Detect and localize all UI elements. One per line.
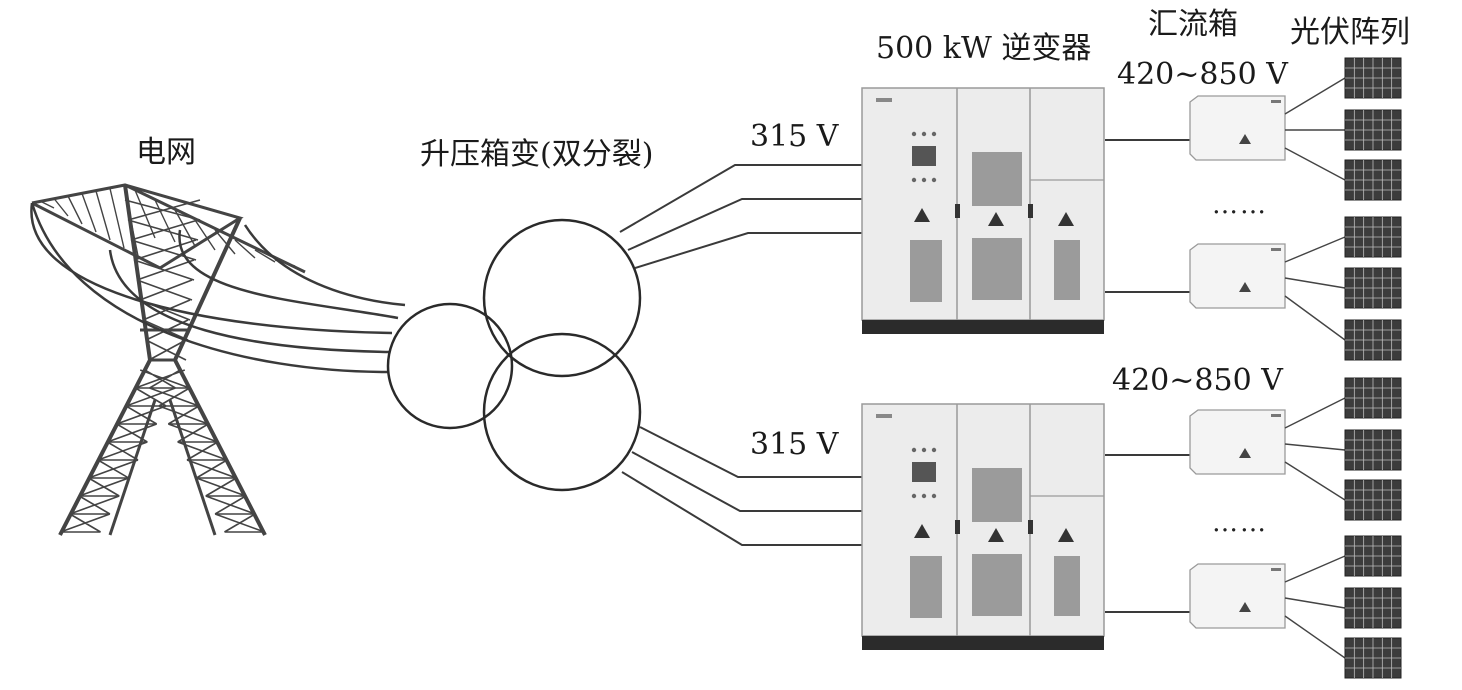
ac-voltage-top: 315 V <box>750 119 839 154</box>
solar-panel-icon <box>1344 535 1402 577</box>
dc-voltage-top: 420~850 V <box>1117 57 1288 92</box>
double-split-transformer-icon <box>386 218 642 492</box>
ac-wires <box>619 164 862 546</box>
combiner-label: 汇流箱 <box>1148 7 1238 42</box>
grid-conductors <box>30 202 406 374</box>
dc-wires <box>1105 139 1190 613</box>
grid-label: 电网 <box>136 135 196 170</box>
pv-panels <box>1344 57 1402 679</box>
solar-panel-icon <box>1344 267 1402 309</box>
solar-panel-icon <box>1344 587 1402 629</box>
transformer-primary-winding <box>386 302 514 430</box>
combiner-box-icon <box>1189 243 1286 309</box>
solar-panel-icon <box>1344 377 1402 419</box>
combiner-box-icon <box>1189 563 1286 629</box>
solar-panel-icon <box>1344 159 1402 201</box>
combiner-box-icon <box>1189 409 1286 475</box>
transformer-label: 升压箱变(双分裂) <box>420 137 654 172</box>
transmission-tower-icon <box>31 183 306 536</box>
ac-voltage-bottom: 315 V <box>750 427 839 462</box>
combiner-boxes <box>1189 95 1286 629</box>
solar-panel-icon <box>1344 109 1402 151</box>
transformer-secondary-winding-top <box>482 218 642 378</box>
transformer-secondary-winding-bottom <box>482 332 642 492</box>
solar-panel-icon <box>1344 637 1402 679</box>
ellipsis-top: …… <box>1212 190 1268 220</box>
inverter-cabinet-icon <box>861 403 1105 650</box>
pv-wires <box>1284 77 1346 659</box>
solar-panel-icon <box>1344 57 1402 99</box>
solar-panel-icon <box>1344 429 1402 471</box>
solar-panel-icon <box>1344 479 1402 521</box>
combiner-box-icon <box>1189 95 1286 161</box>
ellipsis-bottom: …… <box>1212 508 1268 538</box>
solar-panel-icon <box>1344 319 1402 361</box>
pv-array-label: 光伏阵列 <box>1290 15 1410 50</box>
inverter-label: 500 kW 逆变器 <box>876 31 1092 66</box>
dc-voltage-bottom: 420~850 V <box>1112 363 1283 398</box>
solar-panel-icon <box>1344 216 1402 258</box>
inverter-cabinet-icon <box>861 87 1105 334</box>
